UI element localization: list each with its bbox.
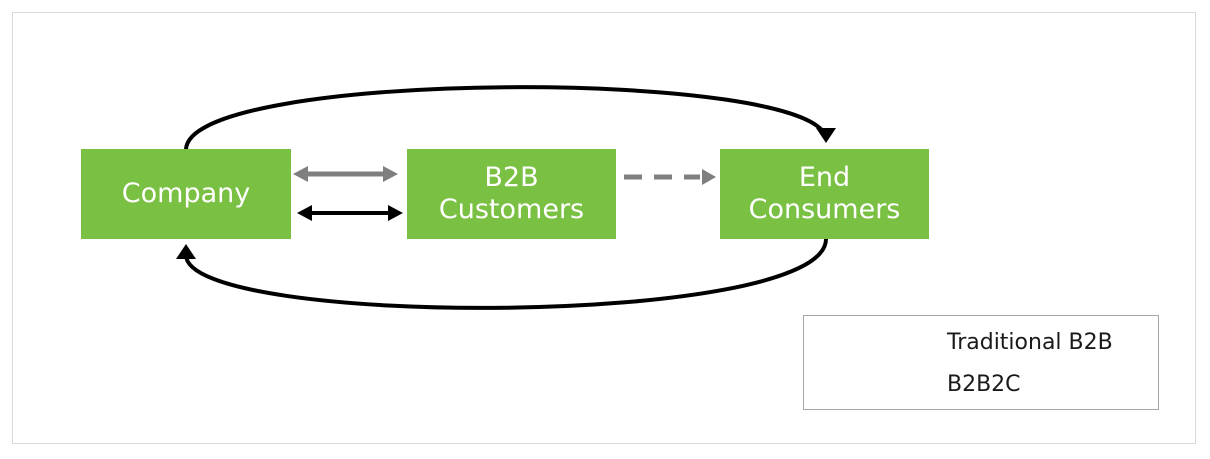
end-consumers-node-label-line-1: End <box>798 162 851 193</box>
end-consumers-node-label-line-2: Consumers <box>748 194 901 225</box>
loop-arrow-top <box>184 85 828 151</box>
b2b-customers-node-label-line-1: B2B <box>484 162 539 193</box>
company-b2b-gray-arrow-head-left <box>293 166 308 182</box>
loop-arrow-bottom-head <box>176 244 196 259</box>
legend-label-traditional-b2b: Traditional B2B <box>947 330 1113 355</box>
loop-arrow-top-head <box>816 128 836 143</box>
diagram-frame <box>12 12 1196 444</box>
b2b-customers-node: B2B Customers <box>407 149 616 239</box>
company-b2b-black-arrow-head-left <box>297 205 312 221</box>
company-node-label: Company <box>121 178 251 209</box>
legend-label-b2b2c: B2B2C <box>947 372 1021 397</box>
end-consumers-node: End Consumers <box>720 149 929 239</box>
loop-arrow-bottom <box>184 238 828 310</box>
b2b-customers-node-label-line-2: Customers <box>438 194 585 225</box>
company-b2b-gray-arrow-head-right <box>383 166 398 182</box>
company-b2b-black-arrow-head-right <box>388 205 403 221</box>
b2b-end-dashed-arrow-head <box>702 169 716 185</box>
legend: Traditional B2B B2B2C <box>803 315 1159 410</box>
company-node: Company <box>81 149 291 239</box>
